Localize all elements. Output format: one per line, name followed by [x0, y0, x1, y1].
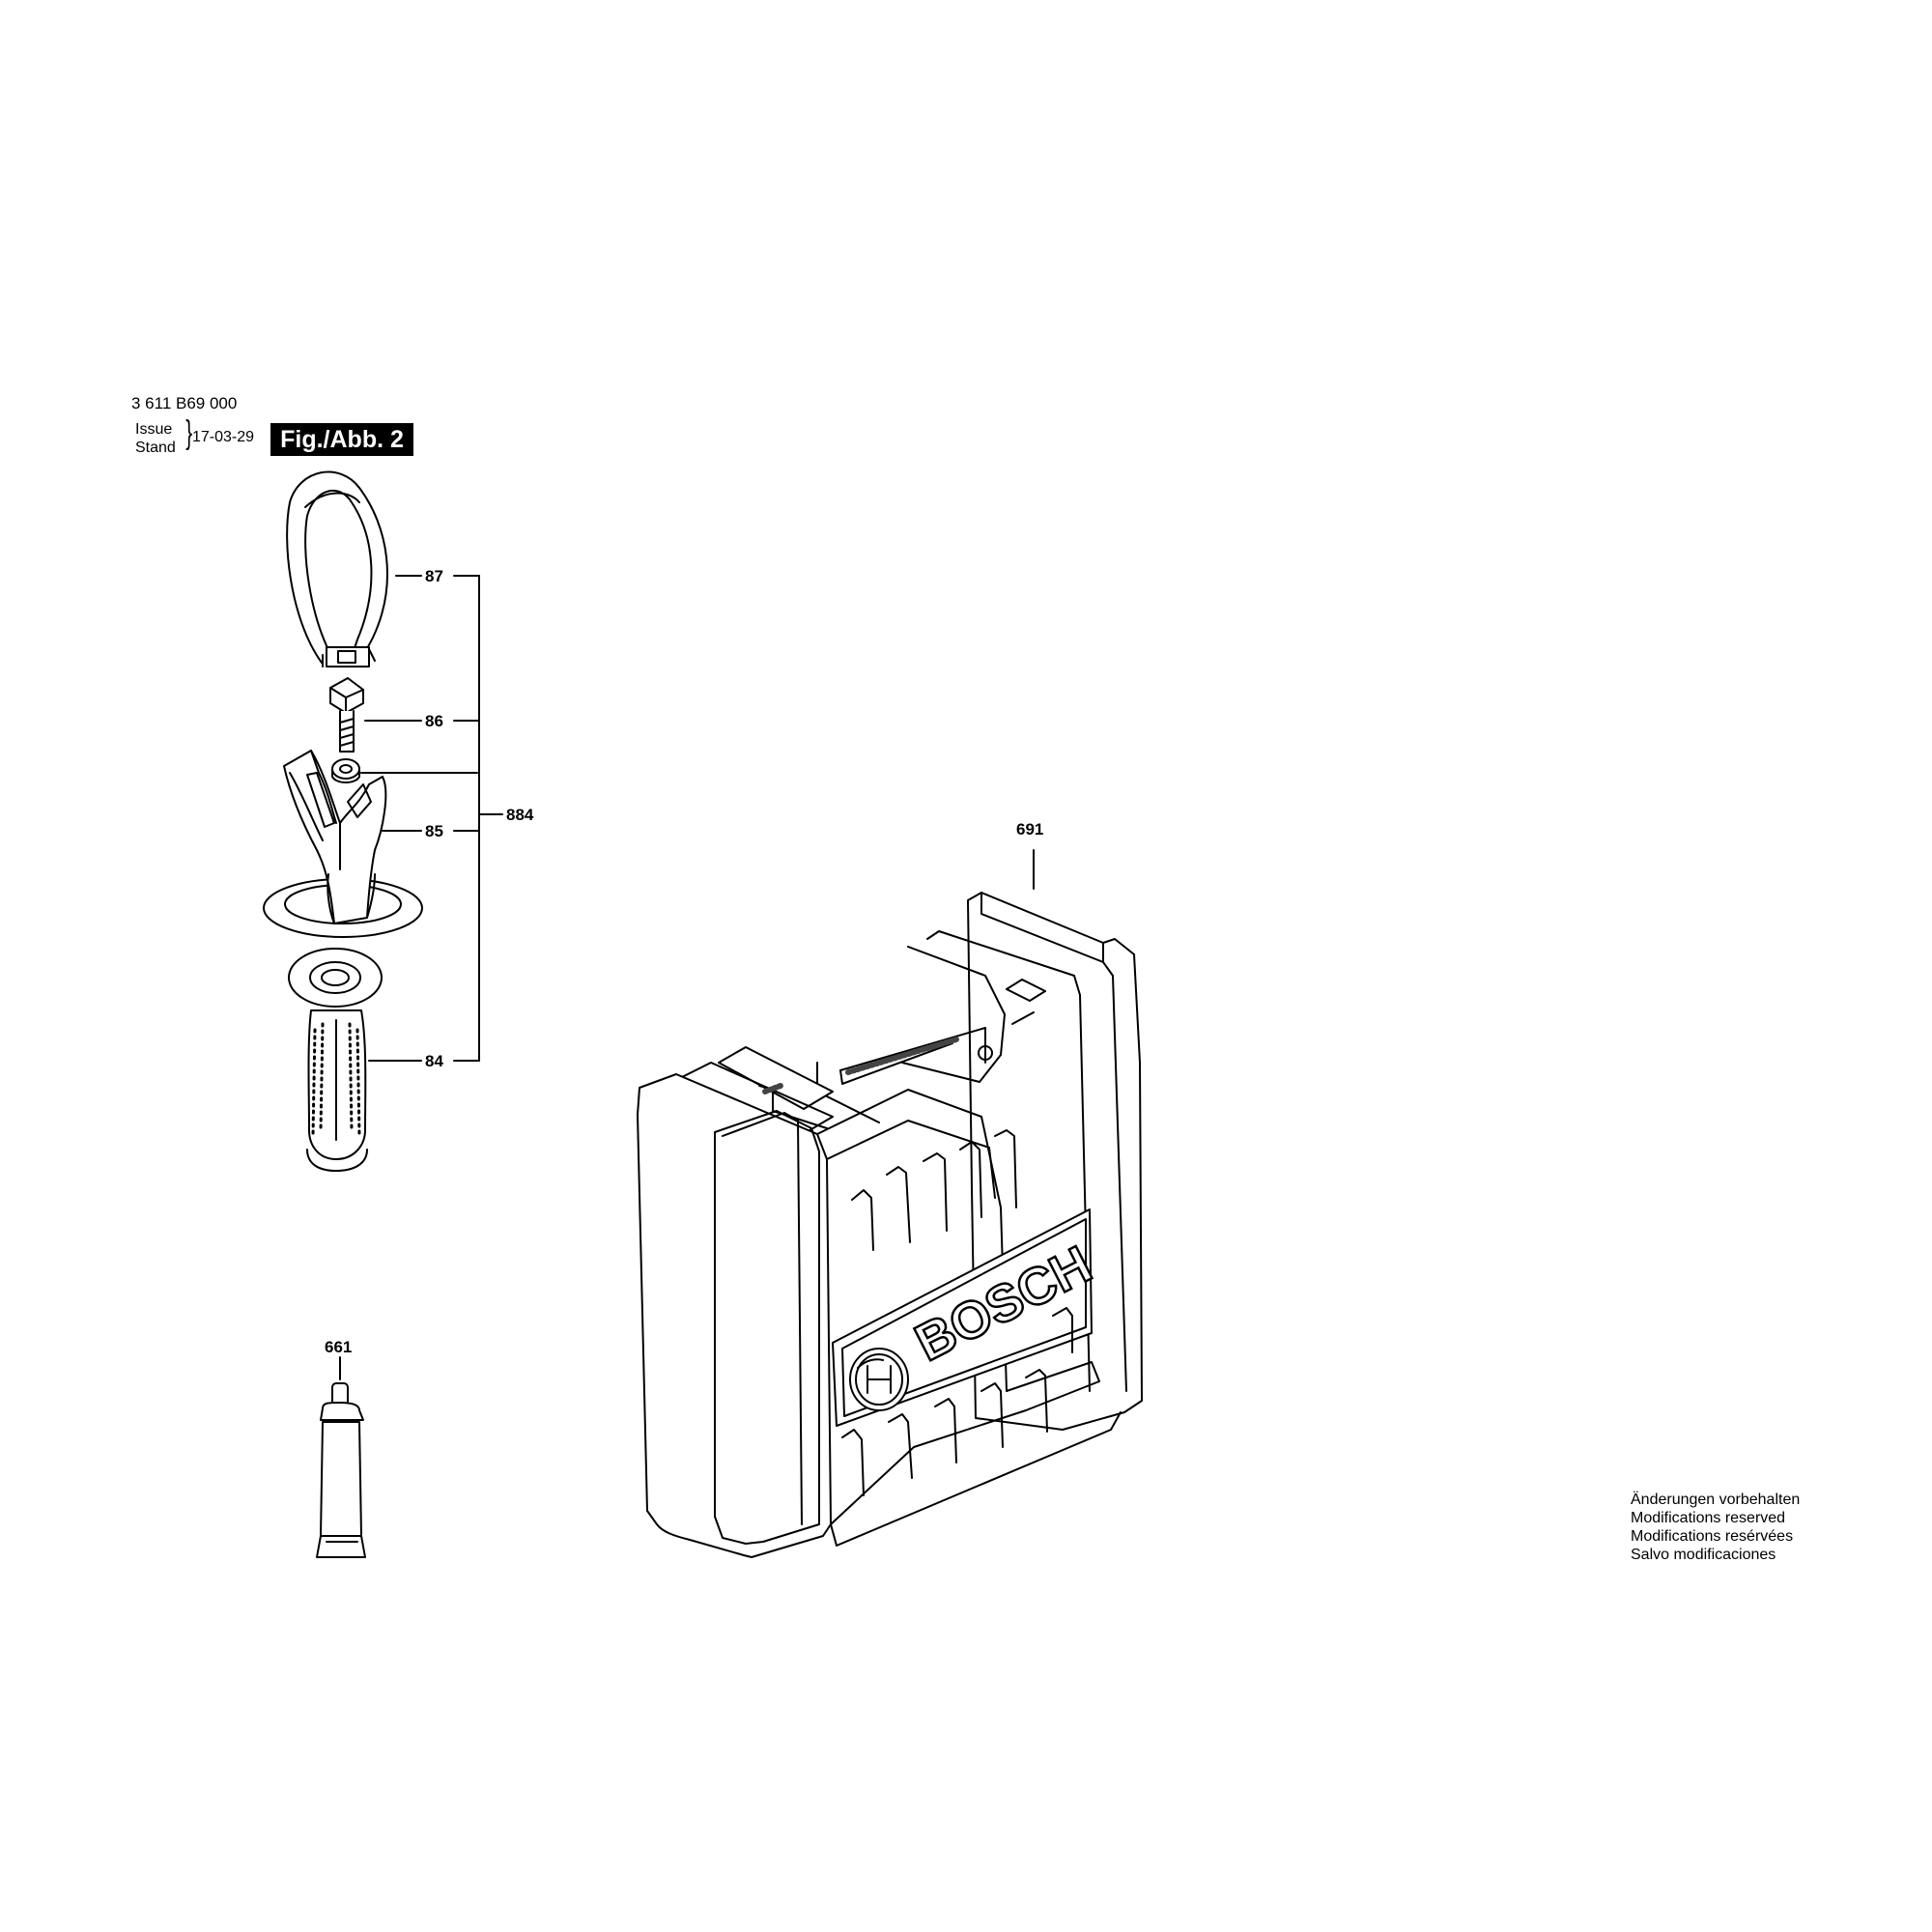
issue-stand-label: Issue Stand [135, 420, 176, 457]
brace-symbol: } [185, 414, 193, 451]
callout-87: 87 [425, 567, 443, 585]
callout-661: 661 [325, 1338, 352, 1356]
strap-part-87 [286, 470, 388, 668]
callout-84: 84 [425, 1052, 443, 1070]
mod-line-en: Modifications reserved [1631, 1510, 1786, 1526]
callout-86: 86 [425, 712, 443, 730]
modifications-note: Änderungen vorbehalten Modifications res… [1631, 1491, 1800, 1564]
bolt-part-86 [329, 677, 364, 783]
leader-lines [339, 575, 1035, 1380]
figure-badge: Fig./Abb. 2 [270, 423, 413, 456]
callout-884: 884 [506, 806, 534, 824]
issue-date: 17-03-29 [192, 429, 255, 445]
mod-line-fr: Modifications resérvées [1631, 1528, 1794, 1545]
grip-part-84 [288, 948, 383, 1172]
bosch-logo-icon [849, 1348, 909, 1411]
stand-label: Stand [135, 440, 176, 456]
grease-tube-part-661 [316, 1382, 366, 1558]
callout-85: 85 [425, 822, 443, 840]
carrying-case-part-691 [637, 892, 1143, 1558]
mod-line-de: Änderungen vorbehalten [1631, 1492, 1801, 1508]
handle-part-85 [263, 750, 423, 938]
issue-label: Issue [135, 421, 173, 438]
part-number: 3 611 B69 000 [131, 394, 238, 412]
callout-691: 691 [1016, 820, 1043, 838]
mod-line-es: Salvo modificaciones [1631, 1547, 1776, 1563]
